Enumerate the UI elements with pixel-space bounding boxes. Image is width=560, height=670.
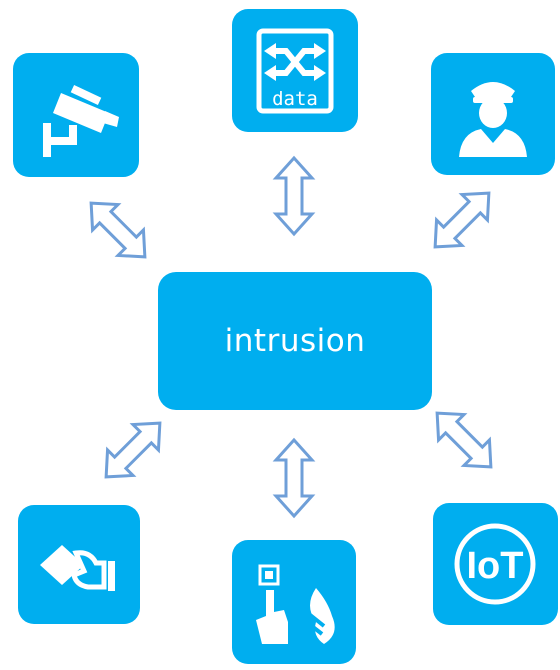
arrow-data — [274, 156, 314, 236]
fire-alarm-call-point-icon — [256, 564, 335, 644]
iot-icon-text: IoT — [467, 545, 524, 587]
iot-icon: IoT — [454, 523, 536, 605]
cctv-camera-icon — [43, 85, 119, 157]
guard-node — [431, 53, 555, 175]
intrusion-label: intrusion — [224, 323, 366, 359]
data-switch-icon: data — [256, 28, 334, 114]
arrow-iot — [422, 398, 506, 482]
iot-node: IoT — [433, 503, 558, 625]
cctv-node — [13, 53, 139, 177]
access-card-icon — [40, 545, 115, 591]
security-guard-icon — [459, 82, 527, 157]
fire-node — [232, 540, 356, 664]
data-node: data — [232, 9, 358, 132]
arrow-access — [91, 408, 175, 492]
access-node — [18, 505, 140, 624]
arrow-guard — [420, 178, 504, 262]
arrow-fire — [274, 438, 314, 518]
arrow-cctv — [76, 188, 160, 272]
data-icon-text: data — [272, 88, 318, 110]
intrusion-node: intrusion — [158, 272, 432, 410]
